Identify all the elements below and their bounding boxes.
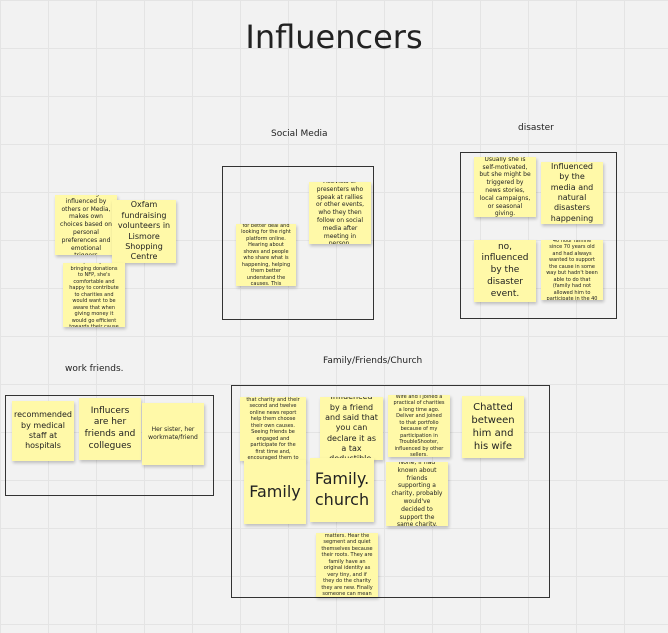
- sticky-text: Chatted between him and his wife: [471, 402, 515, 452]
- sticky-small-note-family[interactable]: Influenced by their network of friends a…: [240, 397, 306, 461]
- sticky-oxfam[interactable]: Oxfam fundraising volunteers in Lismore …: [112, 200, 176, 263]
- frame-disaster[interactable]: [460, 152, 617, 319]
- frame-work-friends[interactable]: [5, 395, 214, 496]
- sticky-text: Wife and I joined a practical of chariti…: [393, 395, 445, 457]
- label-family-friends-church: Family/Friends/Church: [323, 356, 423, 366]
- sticky-self-motivated[interactable]: Usually she is self-motivated, but she m…: [474, 157, 536, 217]
- sticky-small-note-bottom[interactable]: A participant would and consider themsel…: [316, 533, 378, 597]
- label-social-media: Social Media: [271, 129, 328, 139]
- frame-social-media[interactable]: [222, 166, 374, 320]
- sticky-text: Influenced by the media and natural disa…: [550, 162, 594, 223]
- sticky-family[interactable]: Family: [244, 460, 306, 524]
- sticky-not-influenced[interactable]: Does not get influenced by others or Med…: [55, 195, 117, 255]
- sticky-media-disasters[interactable]: Influenced by the media and natural disa…: [541, 162, 603, 224]
- sticky-no-disaster[interactable]: no, influenced by the disaster event.: [474, 240, 536, 302]
- sticky-tax-deductible[interactable]: Influenced by a friend and said that you…: [320, 397, 383, 460]
- sticky-wife-and-i[interactable]: Wife and I joined a practical of chariti…: [388, 395, 450, 457]
- sticky-text: Oxfam fundraising volunteers in Lismore …: [117, 200, 171, 262]
- sticky-text: Does not get influenced by others or Med…: [60, 195, 112, 255]
- sticky-text: Usually she is self-motivated, but she m…: [479, 157, 531, 217]
- sticky-her-friends[interactable]: Influcers are her friends and collegues: [79, 398, 141, 460]
- sticky-text: Family: [249, 481, 301, 501]
- sticky-text: no, influenced by the disaster event.: [481, 241, 529, 299]
- sticky-text: Online and the internet – Starter was ab…: [241, 224, 291, 286]
- sticky-text: Had known of the 40 hour famine since 70…: [546, 240, 598, 300]
- board-title: Influencers: [245, 18, 423, 56]
- label-disaster: disaster: [518, 123, 554, 133]
- sticky-text: Activists or presenters who speak at ral…: [315, 182, 365, 244]
- sticky-text: Influcers are her friends and collegues: [84, 405, 136, 451]
- label-work-friends: work friends.: [65, 364, 124, 374]
- sticky-text: recommended by medical staff at hospital…: [14, 410, 72, 451]
- sticky-sister[interactable]: Her sister, her workmate/friend: [142, 403, 204, 465]
- sticky-small-note-social[interactable]: Online and the internet – Starter was ab…: [236, 224, 296, 286]
- sticky-text: Her sister, her workmate/friend: [148, 426, 198, 441]
- sticky-text: Influenced by their network of friends a…: [246, 397, 300, 461]
- sticky-chatted[interactable]: Chatted between him and his wife: [462, 396, 524, 458]
- sticky-activists[interactable]: Activists or presenters who speak at ral…: [309, 182, 371, 244]
- sticky-small-note-left[interactable]: Not completely in the wheels and capabil…: [63, 263, 125, 327]
- sticky-text: A participant would and consider themsel…: [321, 533, 373, 597]
- sticky-text: Influenced by a friend and said that you…: [325, 397, 378, 460]
- frame-family-friends-church[interactable]: [231, 385, 550, 598]
- sticky-text: Not completely in the wheels and capabil…: [69, 263, 119, 327]
- sticky-none-friends[interactable]: None, if had known about friends support…: [386, 462, 448, 526]
- sticky-medical-staff[interactable]: recommended by medical staff at hospital…: [12, 401, 74, 461]
- sticky-small-note-disaster[interactable]: Had known of the 40 hour famine since 70…: [541, 240, 603, 300]
- sticky-family-church[interactable]: Family. church: [310, 458, 374, 522]
- sticky-text: Family. church: [314, 469, 370, 509]
- sticky-text: None, if had known about friends support…: [391, 462, 443, 526]
